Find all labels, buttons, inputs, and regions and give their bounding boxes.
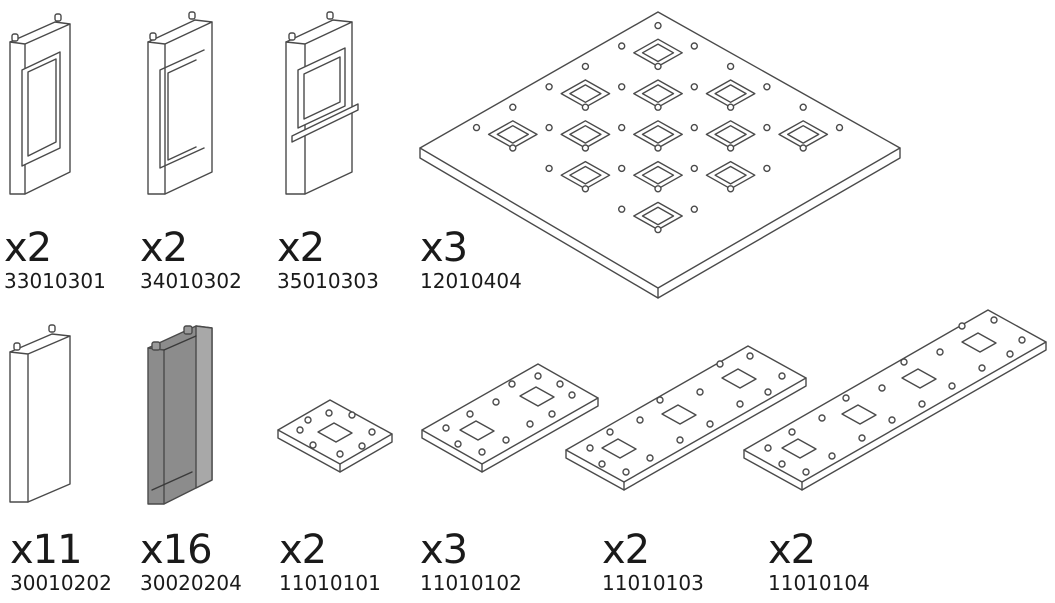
part-code: 11010101 [279, 571, 381, 595]
baseplate-hole [654, 225, 662, 234]
baseplate-hole [509, 144, 517, 152]
baseplate-hole [581, 185, 590, 193]
baseplate-hole [545, 164, 553, 173]
part-code: 11010104 [768, 571, 870, 595]
part-label: x2 11010103 [602, 530, 704, 594]
baseplate-hole [654, 62, 662, 71]
plate-3-icon [565, 345, 807, 491]
window-wall-panel-icon [285, 11, 359, 195]
baseplate-hole [726, 103, 735, 111]
baseplate-hole [763, 164, 771, 173]
baseplate-hole [690, 123, 698, 132]
baseplate-hole [618, 42, 626, 50]
part-label: x2 34010302 [140, 228, 242, 292]
baseplate-socket-inner [714, 165, 747, 185]
baseplate-hole [799, 144, 807, 152]
baseplate-hole [690, 42, 698, 50]
baseplate-hole [726, 62, 735, 71]
baseplate-hole [835, 123, 844, 132]
blank-wall-panel-icon [9, 324, 71, 503]
baseplate-socket-inner [641, 206, 675, 226]
baseplate-hole [509, 103, 517, 111]
baseplate-hole [799, 103, 807, 111]
baseplate-hole [618, 205, 626, 213]
part-code: 11010103 [602, 571, 704, 595]
plate-4-icon [743, 309, 1047, 491]
part-code: 34010302 [140, 269, 242, 293]
baseplate-hole [654, 185, 662, 193]
part-label: x11 30010202 [10, 530, 112, 594]
part-quantity: x2 [4, 225, 52, 271]
baseplate-socket-inner [787, 124, 820, 144]
baseplate-hole [581, 144, 590, 152]
open-frame-icon [147, 11, 213, 195]
baseplate-hole [618, 164, 626, 173]
baseplate-socket-inner [569, 84, 602, 104]
large-baseplate-icon [419, 11, 901, 299]
baseplate-hole [726, 185, 735, 193]
part-label: x16 30020204 [140, 530, 242, 594]
part-code: 33010301 [4, 269, 106, 293]
part-quantity: x2 [768, 527, 816, 573]
baseplate-socket-inner [641, 124, 675, 144]
baseplate-socket-inner [569, 124, 602, 144]
part-quantity: x3 [420, 225, 468, 271]
window-frame-icon [9, 13, 71, 195]
baseplate-hole [545, 123, 553, 132]
baseplate-hole [654, 144, 662, 152]
part-quantity: x2 [602, 527, 650, 573]
part-quantity: x11 [10, 527, 83, 573]
part-label: x2 11010101 [279, 530, 381, 594]
part-quantity: x16 [140, 527, 213, 573]
baseplate-socket-inner [569, 165, 602, 185]
baseplate-socket-inner [714, 124, 747, 144]
baseplate-hole [690, 164, 698, 173]
part-label: x2 11010104 [768, 530, 870, 594]
part-label: x3 12010404 [420, 228, 522, 292]
baseplate-socket-inner [641, 84, 675, 104]
baseplate-hole [654, 21, 662, 30]
baseplate-hole [726, 144, 735, 152]
part-quantity: x3 [420, 527, 468, 573]
baseplate-hole [581, 62, 590, 71]
baseplate-hole [690, 205, 698, 213]
baseplate-hole [654, 103, 662, 111]
baseplate-hole [690, 83, 698, 91]
baseplate-socket-inner [496, 124, 529, 144]
baseplate-hole [618, 123, 626, 132]
part-code: 12010404 [420, 269, 522, 293]
baseplate-hole [618, 83, 626, 91]
baseplate-hole [763, 83, 771, 91]
plate-2-icon [421, 363, 599, 473]
part-quantity: x2 [140, 225, 188, 271]
plate-1-icon [277, 399, 393, 473]
part-quantity: x2 [279, 527, 327, 573]
baseplate-hole [545, 83, 553, 91]
part-code: 30010202 [10, 571, 112, 595]
part-label: x2 35010303 [277, 228, 379, 292]
part-code: 35010303 [277, 269, 379, 293]
baseplate-socket-inner [714, 84, 747, 104]
part-quantity: x2 [277, 225, 325, 271]
baseplate-hole [763, 123, 771, 132]
part-label: x2 33010301 [4, 228, 106, 292]
baseplate-socket-inner [641, 43, 675, 63]
dark-wall-panel-icon [147, 325, 213, 505]
baseplate-hole [581, 103, 590, 111]
baseplate-hole [472, 123, 481, 132]
part-code: 30020204 [140, 571, 242, 595]
part-label: x3 11010102 [420, 530, 522, 594]
baseplate-socket-inner [641, 165, 675, 185]
part-code: 11010102 [420, 571, 522, 595]
